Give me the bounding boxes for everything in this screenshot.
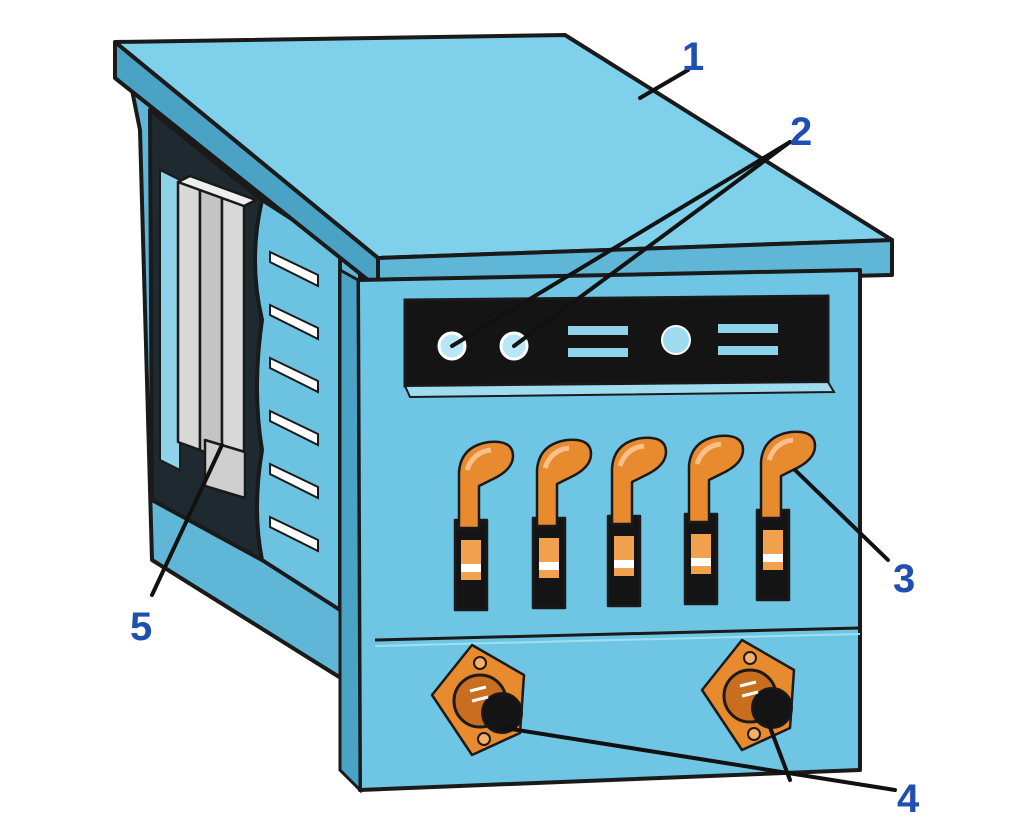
front-side-strip [340, 270, 360, 790]
indicator-slot [568, 348, 628, 357]
indicator-slot [568, 326, 628, 335]
indicator-slot [718, 346, 778, 355]
radiator-fin [200, 190, 222, 460]
indicator-strip-frame [405, 296, 828, 386]
radiator-fin [222, 198, 244, 470]
callout-label-5: 5 [130, 605, 152, 649]
leader-line-1 [640, 70, 688, 98]
callout-label-4: 4 [897, 777, 920, 821]
louvered-panel [255, 200, 340, 610]
indicator-strip [405, 296, 834, 397]
indicator-slot [718, 324, 778, 333]
radiator-fin [178, 182, 200, 450]
indicator-knob [662, 326, 690, 354]
callout-label-1: 1 [682, 35, 704, 79]
callout-label-2: 2 [790, 110, 812, 154]
louver-panel-body [255, 200, 340, 610]
callout-label-3: 3 [893, 557, 915, 601]
